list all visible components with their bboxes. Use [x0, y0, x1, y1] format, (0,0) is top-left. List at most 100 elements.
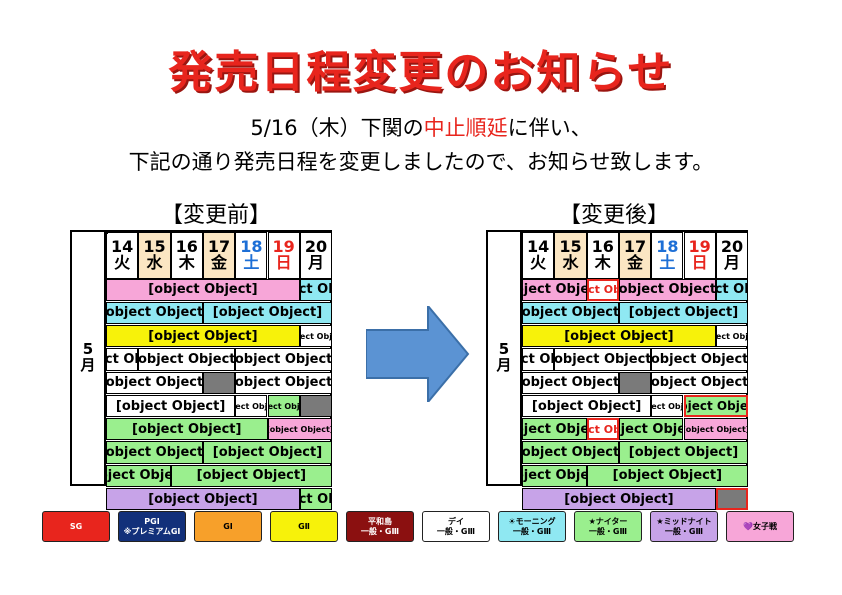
race-cell: [object Object] [715, 325, 749, 348]
legend-item: ☀モーニング一般・GⅢ [498, 511, 566, 542]
arrow-right-icon [366, 306, 470, 402]
race-cell: [object Object] [522, 325, 716, 348]
weekday: 火 [530, 253, 547, 273]
label-after: 【変更後】 [558, 203, 669, 228]
race-cell: [object Object] [522, 488, 716, 511]
day-number: 19 [272, 237, 295, 257]
weekday: 土 [659, 253, 676, 273]
legend-sublabel: 一般・GⅢ [664, 526, 704, 536]
race-cell: [object Object] [715, 278, 749, 301]
race-cell: [object Object] [554, 348, 652, 371]
legend-item: ★ミッドナイト一般・GⅢ [650, 511, 718, 542]
race-cell: [object Object] [267, 418, 333, 441]
race-cell: [object Object] [267, 394, 300, 418]
race-cell: [object Object] [651, 371, 749, 394]
subtitle-post: に伴い、 [507, 116, 592, 140]
empty-cell [618, 371, 652, 394]
legend-sublabel: 一般・GⅢ [436, 526, 476, 536]
legend-sublabel: 一般・GⅢ [588, 526, 628, 536]
day-number: 14 [527, 237, 550, 257]
legend-item: PGI※プレミアムGⅠ [118, 511, 186, 542]
weekday: 火 [114, 253, 131, 273]
day-number: 14 [111, 237, 134, 257]
race-cell: [object Object] [235, 348, 333, 371]
legend-sublabel: 一般・GⅢ [360, 526, 400, 536]
race-cell: [object Object] [522, 394, 652, 418]
moved-cell: [object Object] [683, 394, 749, 418]
legend-label: ☀モーニング [508, 516, 556, 526]
day-number: 16 [591, 237, 614, 257]
empty-cell [202, 371, 236, 394]
day-number: 20 [304, 237, 328, 257]
weekday: 木 [594, 253, 611, 273]
legend-label: 💜女子戦 [743, 521, 777, 531]
day-number: 20 [720, 237, 744, 257]
race-cell: [object Object] [522, 418, 587, 441]
weekday: 土 [243, 253, 260, 273]
day-number: 19 [688, 237, 711, 257]
weekday: 水 [562, 253, 579, 273]
page-title: 発売日程変更のお知らせ [168, 47, 674, 98]
day-number: 17 [207, 237, 231, 257]
weekday: 日 [691, 253, 708, 273]
label-before: 【変更前】 [160, 203, 271, 228]
race-cell: [object Object] [522, 278, 587, 301]
legend-label: GⅡ [298, 521, 310, 531]
legend-item: 平和島一般・GⅢ [346, 511, 414, 542]
weekday: 金 [627, 253, 644, 273]
race-cell: [object Object] [106, 464, 171, 487]
legend-item: ★ナイター一般・GⅢ [574, 511, 642, 542]
cancelled-cell: [object Object] [586, 418, 619, 441]
race-cell: [object Object] [618, 278, 716, 301]
legend-label: PGI [144, 516, 160, 526]
race-cell: [object Object] [683, 418, 749, 441]
race-cell: [object Object] [138, 348, 236, 371]
day-number: 16 [175, 237, 198, 257]
cancelled-cell: [object Object] [586, 278, 619, 301]
race-cell: [object Object] [202, 301, 333, 325]
race-cell: [object Object] [522, 348, 555, 371]
day-number: 18 [240, 237, 263, 257]
weekday: 水 [146, 253, 163, 273]
race-cell: [object Object] [106, 325, 300, 348]
legend-label: デイ [448, 516, 464, 526]
race-cell: [object Object] [651, 348, 749, 371]
legend-label: ★ミッドナイト [656, 516, 712, 526]
race-cell: [object Object] [299, 325, 333, 348]
race-cell: [object Object] [299, 488, 333, 511]
weekday: 月 [307, 253, 324, 273]
race-cell: [object Object] [235, 371, 333, 394]
race-cell: [object Object] [586, 464, 749, 487]
empty-cell [299, 394, 333, 418]
day-number: 15 [143, 237, 166, 257]
subtitle-pre: 5/16（木）下関の [250, 116, 424, 140]
weekday: 月 [723, 253, 740, 273]
weekday: 金 [211, 253, 228, 273]
race-cell: [object Object] [106, 418, 268, 441]
race-cell: [object Object] [106, 278, 300, 301]
race-cell: [object Object] [235, 394, 268, 418]
subtitle-line2: 下記の通り発売日程を変更しましたので、お知らせ致します。 [128, 150, 714, 174]
race-cell: [object Object] [522, 464, 587, 487]
race-cell: [object Object] [202, 441, 333, 464]
legend-item: SG [42, 511, 110, 542]
legend-item: GⅡ [270, 511, 338, 542]
race-cell: [object Object] [618, 301, 749, 325]
subtitle-highlight: 中止順延 [423, 116, 508, 140]
